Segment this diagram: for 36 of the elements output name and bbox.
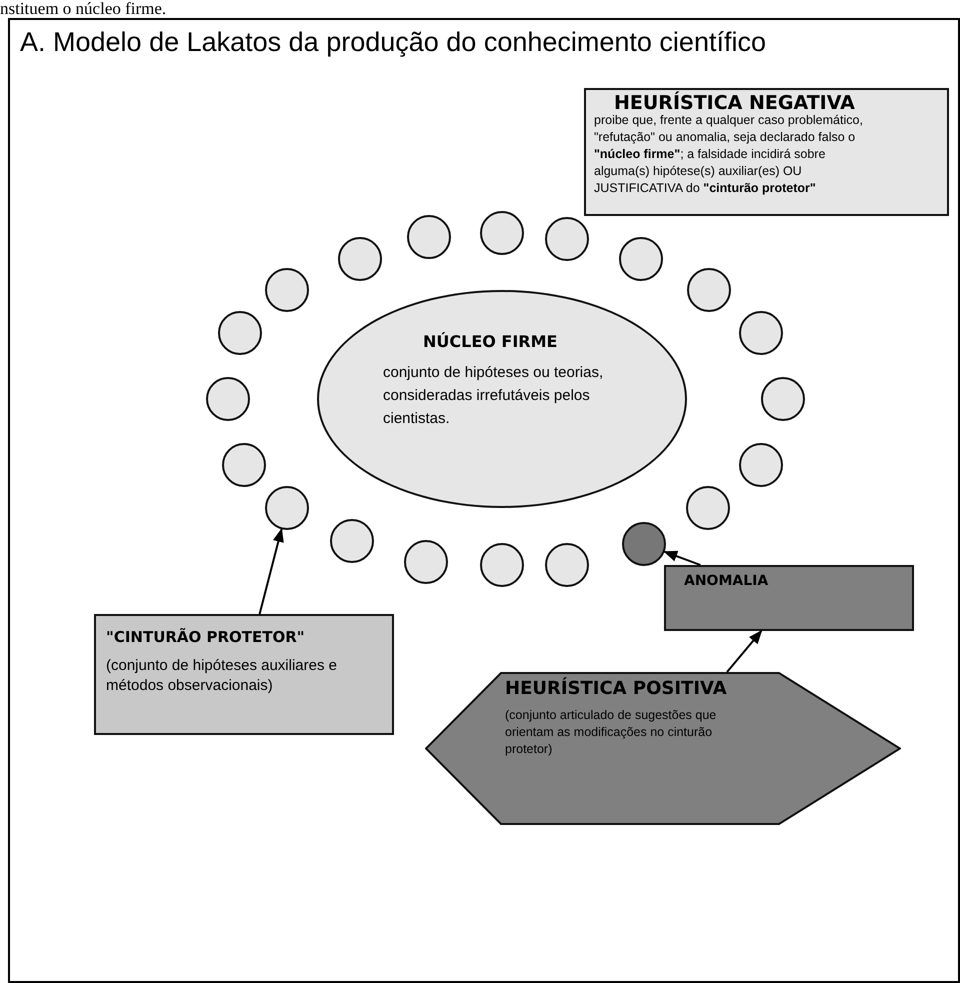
heading: NÚCLEO FIRME [423, 332, 558, 351]
circle [761, 377, 805, 421]
circle [407, 215, 451, 259]
circle [265, 268, 309, 312]
arrow [663, 550, 701, 566]
circle [545, 543, 589, 587]
circle [480, 543, 524, 587]
heading: ANOMALIA [684, 573, 770, 589]
circle [265, 486, 309, 530]
circle [619, 237, 663, 281]
description: proibe que, frente a qualquer caso problemático, "refutação" ou anomalia, seja declarado falso o "núcleo firme"; a falsidade incidirá sobre alguma(s) hipótese(s) auxiliar(es) OU JUSTIFICATIVA do "cinturão protetor" [594, 112, 864, 197]
circle [222, 443, 266, 487]
description: (conjunto articulado de sugestões que orientam as modificações no cinturão protetor) [505, 707, 718, 758]
heading: HEURÍSTICA POSITIVA [505, 678, 728, 699]
arrow [726, 630, 762, 673]
circle [404, 540, 448, 584]
description: (conjunto de hipóteses auxiliares e métodos observacionais) [106, 656, 338, 696]
arrow [258, 528, 284, 614]
cut-off-text: nstituem o núcleo firme. [0, 0, 166, 17]
circle [545, 217, 589, 261]
circle [622, 522, 666, 566]
text-box [664, 565, 914, 631]
circle [330, 519, 374, 563]
circle [739, 311, 783, 355]
circle [338, 237, 382, 281]
circle [687, 268, 731, 312]
heading: "CINTURÃO PROTETOR" [106, 628, 306, 646]
text-box [584, 88, 949, 216]
circle [686, 486, 730, 530]
text-box [94, 614, 394, 735]
description: conjunto de hipóteses ou teorias, consideradas irrefutáveis pelos cientistas. [383, 363, 604, 429]
circle [739, 443, 783, 487]
circle [480, 211, 524, 255]
circle [206, 377, 250, 421]
title: A. Modelo de Lakatos da produção do conhecimento científico [20, 27, 766, 58]
circle [218, 311, 262, 355]
